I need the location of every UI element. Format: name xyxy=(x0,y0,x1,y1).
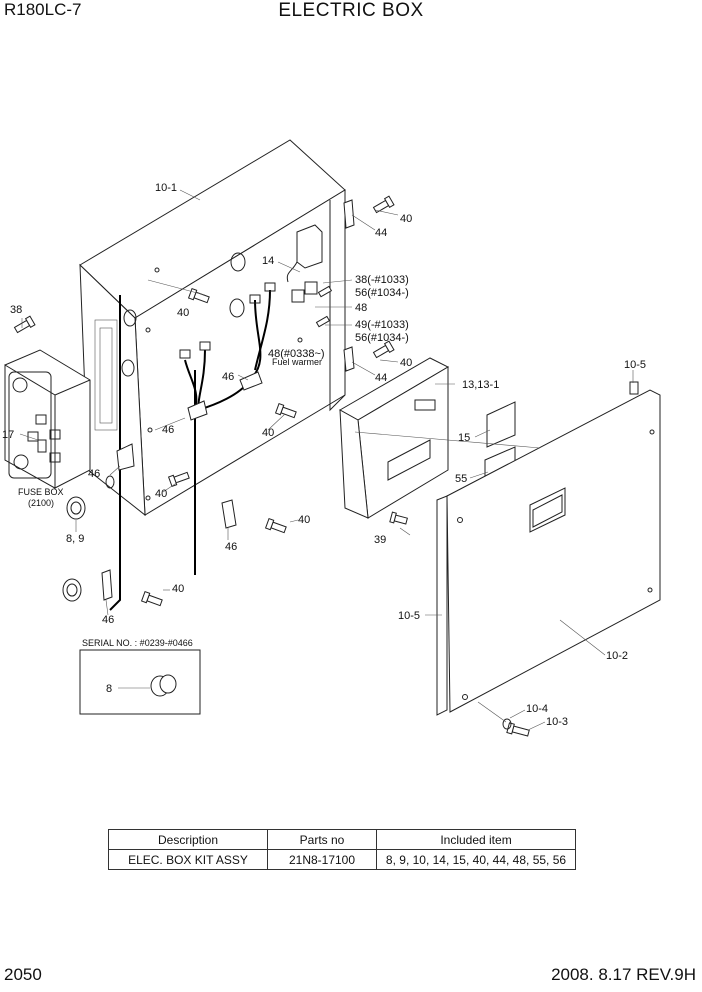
wiring-harness xyxy=(109,282,276,611)
callout-39: 39 xyxy=(374,534,386,546)
callout-46-c: 46 xyxy=(88,468,100,480)
fuel-warmer-relay xyxy=(286,224,323,303)
serial-connector-8 xyxy=(118,674,177,697)
callout-38-1033: 38(-#1033) xyxy=(355,274,409,286)
cell-description: ELEC. BOX KIT ASSY xyxy=(108,849,268,870)
callout-10-2: 10-2 xyxy=(606,650,628,662)
callout-38: 38 xyxy=(10,304,22,316)
callout-40-d: 40 xyxy=(298,514,310,526)
header-description: Description xyxy=(108,829,268,850)
callout-labels: 10-1 38 17 14 38(-#1033) 56(#1034-) 48 4… xyxy=(2,182,646,728)
callout-13: 13,13-1 xyxy=(462,379,499,391)
callout-40-a: 40 xyxy=(177,307,189,319)
callout-8-9: 8, 9 xyxy=(66,533,84,545)
callout-46-d: 46 xyxy=(225,541,237,553)
callout-44-top: 44 xyxy=(375,227,387,239)
callout-40-e: 40 xyxy=(172,583,184,595)
header-included-item: Included item xyxy=(376,829,576,850)
callout-46-b: 46 xyxy=(162,424,174,436)
controller-unit xyxy=(338,357,450,519)
callout-56-1034: 56(#1034-) xyxy=(355,287,409,299)
callout-40-c: 40 xyxy=(155,488,167,500)
callout-49-1033: 49(-#1033) xyxy=(355,319,409,331)
table-row: ELEC. BOX KIT ASSY 21N8-17100 8, 9, 10, … xyxy=(108,849,576,870)
callout-15: 15 xyxy=(458,432,470,444)
leader-lines xyxy=(19,189,634,731)
cell-parts-no: 21N8-17100 xyxy=(267,849,377,870)
kit-table: Description Parts no Included item ELEC.… xyxy=(108,829,576,870)
callout-14: 14 xyxy=(262,255,274,267)
callout-10-5-b: 10-5 xyxy=(398,610,420,622)
callout-10-4: 10-4 xyxy=(526,703,548,715)
label-15 xyxy=(486,401,516,448)
page-title: ELECTRIC BOX xyxy=(278,0,424,21)
callout-40-top: 40 xyxy=(400,213,412,225)
callout-10-1: 10-1 xyxy=(155,182,177,194)
cell-included-item: 8, 9, 10, 14, 15, 40, 44, 48, 55, 56 xyxy=(376,849,576,870)
fuse-box-number: (2100) xyxy=(28,498,54,508)
callout-56-1034-b: 56(#1034-) xyxy=(355,332,409,344)
callout-40-mid: 40 xyxy=(400,357,412,369)
fuse-box-label: FUSE BOX xyxy=(18,487,64,497)
callout-8: 8 xyxy=(106,683,112,695)
callout-46-e: 46 xyxy=(102,614,114,626)
cover-panel xyxy=(436,381,661,716)
fuel-warmer-note: Fuel warmer xyxy=(272,357,322,367)
callout-55: 55 xyxy=(455,473,467,485)
mounting-clips xyxy=(101,199,355,601)
page-number: 2050 xyxy=(4,965,42,984)
revision-date: 2008. 8.17 REV.9H xyxy=(551,965,696,984)
model-code: R180LC-7 xyxy=(4,0,82,19)
callout-46-a: 46 xyxy=(222,371,234,383)
callout-10-3: 10-3 xyxy=(546,716,568,728)
serial-number-note: SERIAL NO. : #0239-#0466 xyxy=(82,638,193,648)
callout-48-0338: 48(#0338~) xyxy=(268,348,325,360)
serial-inset-frame xyxy=(79,649,201,715)
kit-table-header-row: Description Parts no Included item xyxy=(108,829,576,850)
callout-10-5-a: 10-5 xyxy=(624,359,646,371)
fuse-box xyxy=(4,349,91,489)
bolts xyxy=(13,195,530,737)
connectors xyxy=(62,475,115,602)
header-parts-no: Parts no xyxy=(267,829,377,850)
callout-48: 48 xyxy=(355,302,367,314)
callout-40-b: 40 xyxy=(262,427,274,439)
callout-17: 17 xyxy=(2,429,14,441)
callout-44-mid: 44 xyxy=(375,372,387,384)
